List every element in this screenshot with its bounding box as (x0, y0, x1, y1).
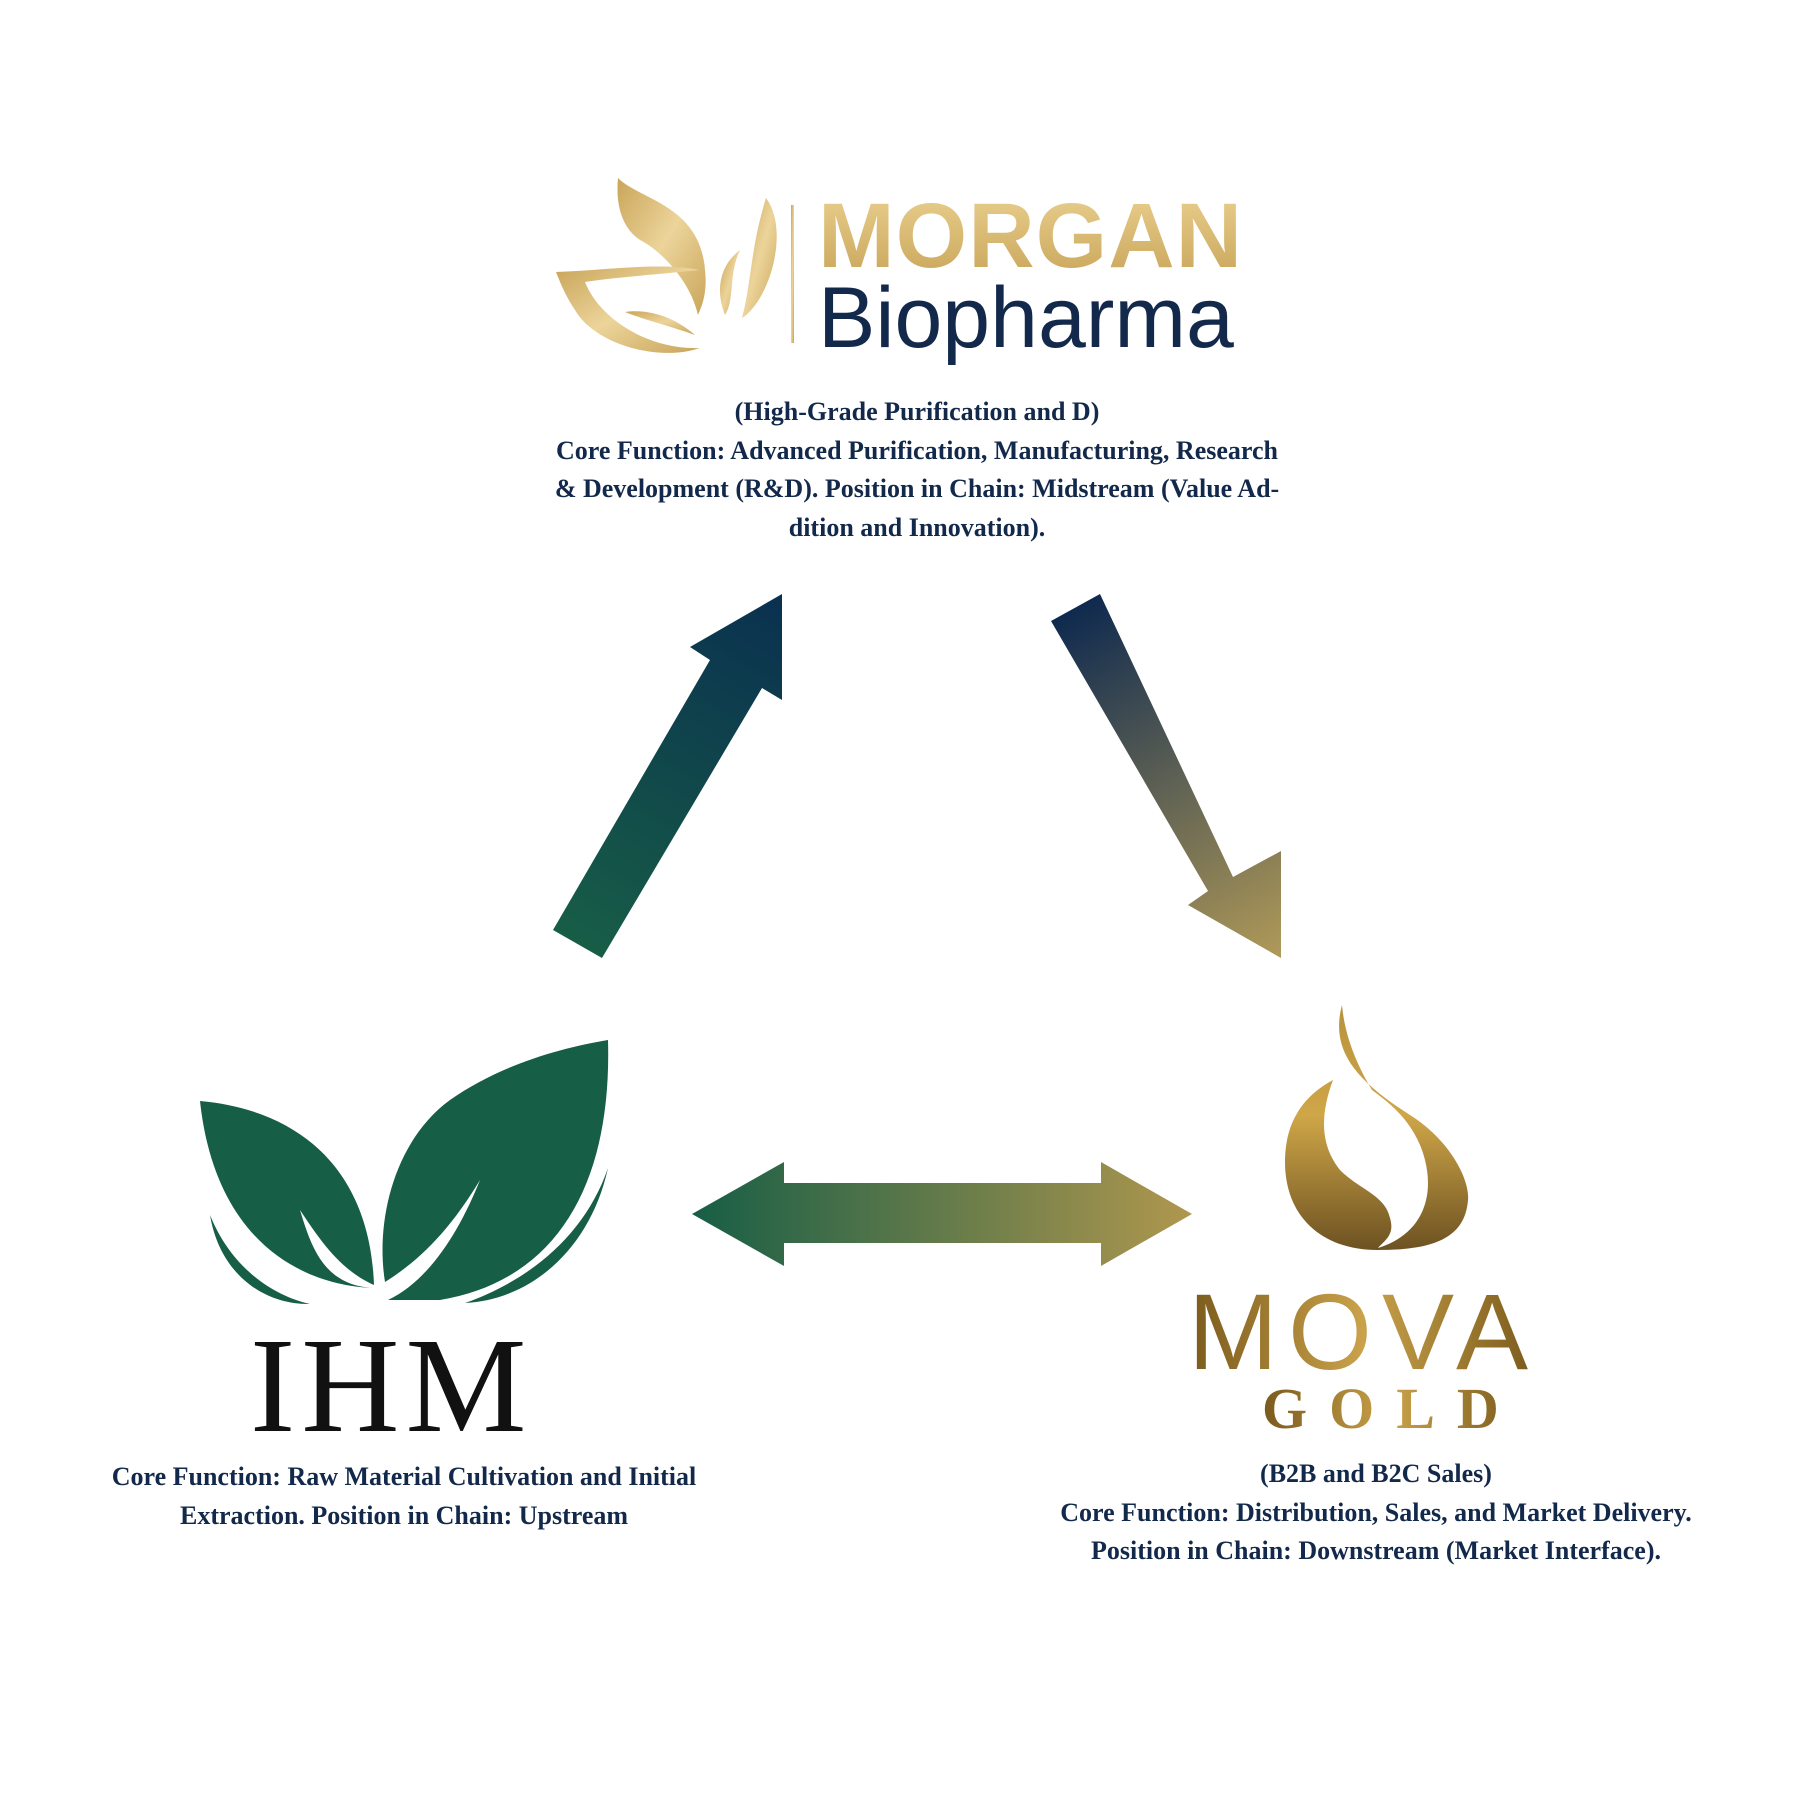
morgan-description-line: (High-Grade Purification and D) (734, 397, 1100, 426)
ihm-description-line: Core Function: Raw Material Cultivation … (111, 1462, 697, 1491)
morgan-description-line: dition and Innovation). (788, 512, 1046, 542)
ihm-description-line: Extraction. Position in Chain: Upstream (179, 1500, 629, 1530)
morgan-description-line: & Development (R&D). Position in Chain: … (554, 474, 1280, 503)
mova-description-line: (B2B and B2C Sales) (1260, 1459, 1492, 1488)
morgan-leaf-logo-icon (556, 178, 794, 353)
arrow-ihm-mova-bidirectional (692, 1162, 1192, 1266)
morgan-logo-subtitle: Biopharma (818, 270, 1234, 366)
morgan-description: (High-Grade Purification and D) Core Fun… (417, 393, 1417, 547)
mova-logo-subtitle: GOLD (1262, 1376, 1521, 1441)
mova-description-line: Position in Chain: Downstream (Market In… (1091, 1536, 1661, 1565)
morgan-logo-title: MORGAN (818, 185, 1244, 287)
mova-description: (B2B and B2C Sales) Core Function: Distr… (976, 1455, 1776, 1571)
mova-description-line: Core Function: Distribution, Sales, and … (1060, 1497, 1692, 1527)
arrow-ihm-to-morgan (553, 594, 782, 958)
ihm-description: Core Function: Raw Material Cultivation … (0, 1458, 808, 1535)
morgan-description-line: Core Function: Advanced Purification, Ma… (556, 435, 1278, 465)
mova-flame-logo-icon (1285, 1005, 1469, 1250)
ihm-leaf-logo-icon (200, 1040, 609, 1305)
ihm-logo-title: IHM (250, 1311, 533, 1461)
arrow-morgan-to-mova (1051, 594, 1281, 958)
mova-logo-title: MOVA (1188, 1271, 1539, 1392)
